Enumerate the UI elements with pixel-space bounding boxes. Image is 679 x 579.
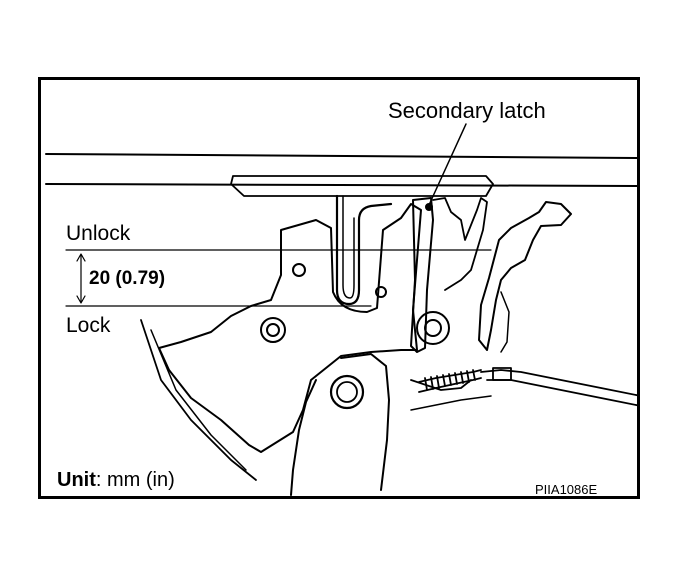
unit-note: Unit: mm (in)	[57, 470, 175, 490]
release-cable	[480, 367, 637, 407]
right-hook	[478, 201, 572, 351]
leader-line	[428, 123, 467, 206]
lower-housing	[140, 319, 257, 481]
unlock-label: Unlock	[66, 222, 131, 245]
hood-latch-drawing	[45, 123, 637, 496]
figure-code: PIIA1086E	[535, 482, 598, 497]
diagram-frame: Secondary latch Unlock Lock 20 (0.79) Un…	[38, 77, 640, 499]
unit-value: : mm (in)	[95, 469, 175, 491]
spring	[418, 369, 482, 393]
unit-prefix: Unit	[57, 469, 96, 491]
striker-wire	[335, 194, 393, 306]
latch-base-plate	[158, 203, 422, 453]
secondary-latch-label: Secondary latch	[388, 98, 546, 123]
lock-label: Lock	[66, 314, 111, 337]
dimension-lines	[65, 249, 492, 307]
hood-panel-lines	[45, 153, 637, 197]
dimension-label: 20 (0.79)	[89, 268, 166, 289]
